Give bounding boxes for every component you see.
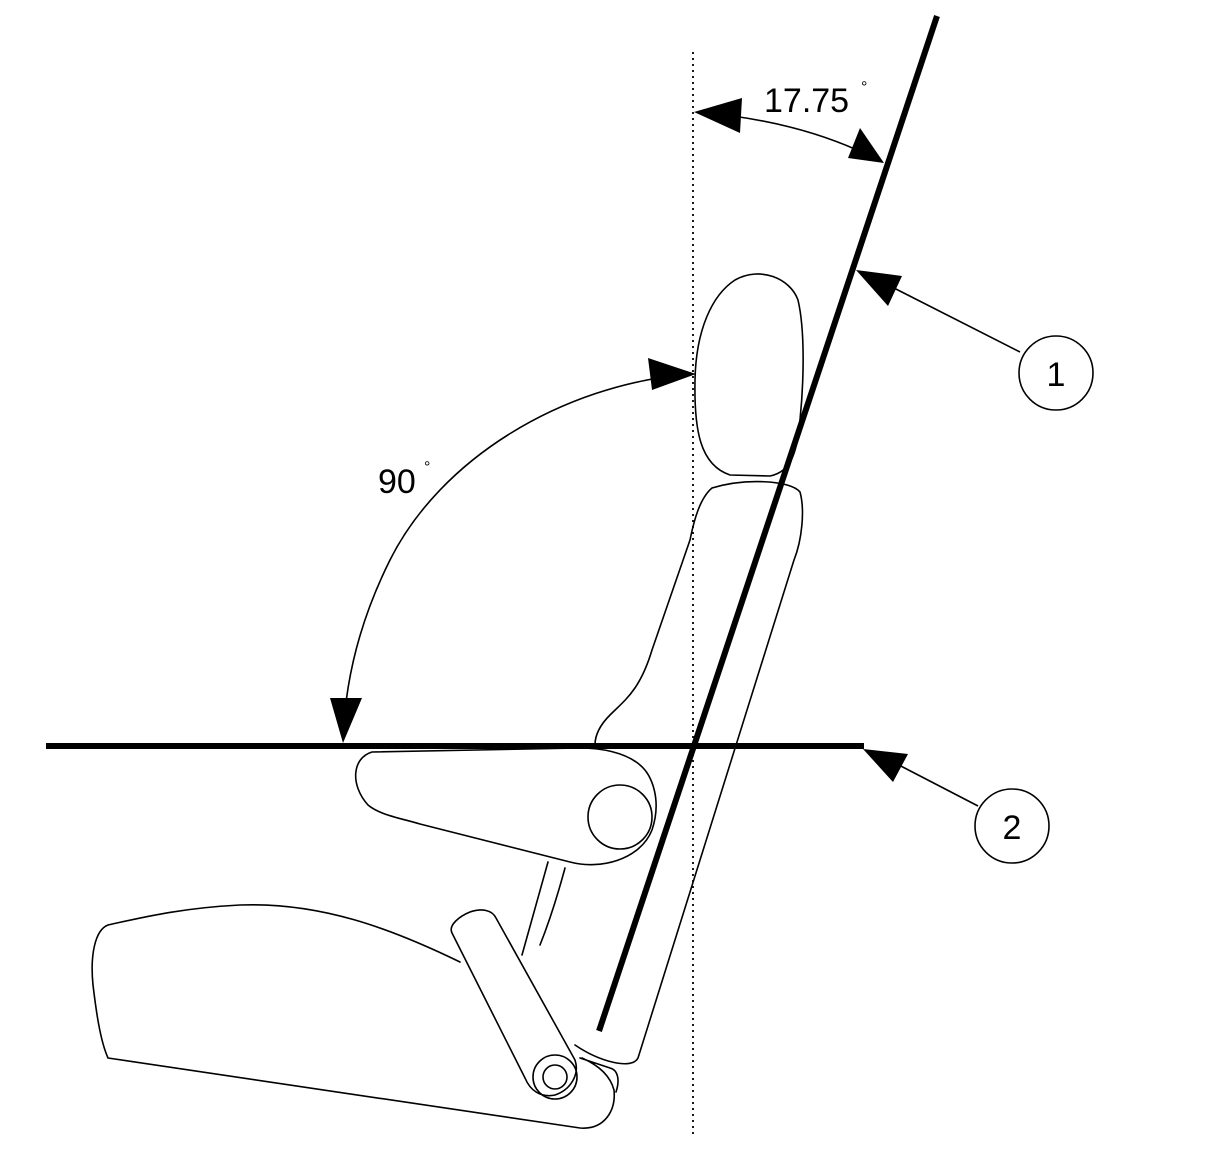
recline-lever-pivot-inner (542, 1064, 568, 1090)
callout-2-arrowhead (863, 749, 908, 782)
top-angle-arrowhead-right (848, 128, 884, 163)
seat-cushion-outline (91, 903, 619, 1129)
left-angle-value: 90 (378, 463, 416, 501)
callout-2-leader (894, 762, 979, 807)
callout-1-circle (1018, 335, 1094, 411)
callout-1-label: 1 (1047, 356, 1066, 394)
recline-lever-outline (450, 909, 577, 1097)
armrest-support-outline (521, 861, 566, 956)
callout-2-label: 2 (1003, 809, 1022, 847)
armrest-pivot-knob (587, 784, 653, 850)
left-angle-degree-symbol: ° (424, 459, 430, 476)
callout-1-leader (889, 285, 1021, 353)
top-angle-value: 17.75 (764, 82, 849, 120)
left-angle-arrowhead-top (648, 358, 696, 390)
top-angle-degree-symbol: ° (861, 79, 867, 96)
recline-lever-pivot-outer (532, 1054, 578, 1100)
left-angle-arrowhead-bottom (330, 698, 362, 743)
callout-1-arrowhead (856, 270, 902, 306)
seat-back-outline (574, 480, 804, 1065)
seatback-angle-line (596, 15, 940, 1032)
top-angle-arrowhead-left (694, 98, 742, 133)
callout-2-circle (974, 788, 1050, 864)
armrest-outline (354, 747, 657, 866)
left-angle-arc (342, 373, 691, 741)
headrest-outline (694, 273, 804, 477)
